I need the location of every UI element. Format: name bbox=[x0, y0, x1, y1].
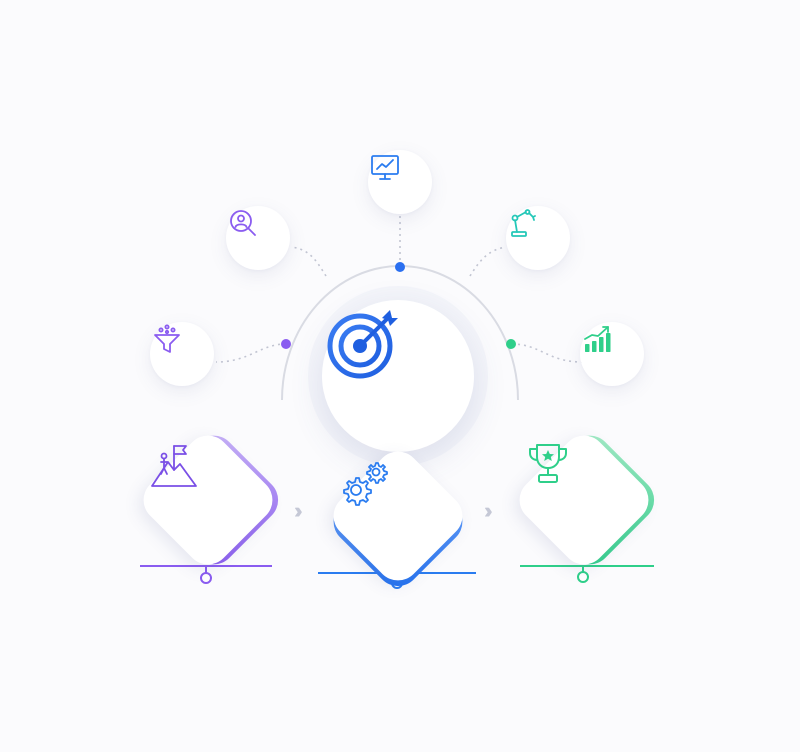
node-green bbox=[577, 571, 589, 583]
bar-chart-growth-icon bbox=[584, 326, 611, 352]
funnel-node bbox=[150, 322, 214, 386]
user-search-icon bbox=[230, 210, 256, 236]
arc-dot-purple bbox=[281, 339, 291, 349]
center-target-node bbox=[322, 300, 474, 452]
arc-dot-blue bbox=[395, 262, 405, 272]
connector-funnel bbox=[215, 343, 287, 363]
connector-robot bbox=[469, 246, 507, 277]
stage-start bbox=[134, 426, 288, 574]
node-purple bbox=[200, 572, 212, 584]
robotic-arm-node bbox=[506, 206, 570, 270]
target-arrow-icon bbox=[327, 310, 398, 379]
trophy-icon bbox=[529, 444, 567, 483]
connector-growth bbox=[511, 343, 583, 363]
user-search-node bbox=[226, 206, 290, 270]
funnel-icon bbox=[154, 324, 180, 353]
chevron-right-icon: ›› bbox=[484, 498, 492, 523]
growth-node bbox=[580, 322, 644, 386]
presentation-chart-icon bbox=[371, 155, 399, 180]
stage-goal bbox=[510, 426, 664, 574]
robotic-arm-icon bbox=[511, 209, 536, 237]
stage-process bbox=[324, 442, 472, 596]
mountain-flag-icon bbox=[151, 445, 197, 487]
arc-dot-green bbox=[506, 339, 516, 349]
presentation-node bbox=[368, 150, 432, 214]
connector-user-search bbox=[291, 246, 327, 277]
chevron-right-icon: ›› bbox=[294, 498, 302, 523]
gears-icon bbox=[343, 462, 388, 506]
